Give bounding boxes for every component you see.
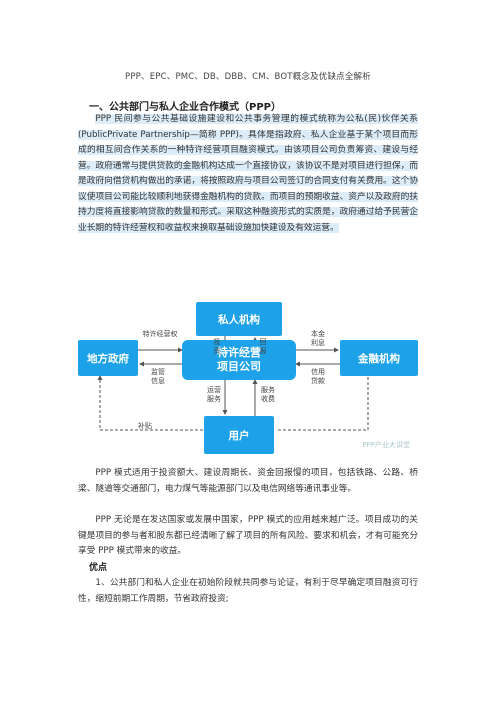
node-center: 特许经营 项目公司 <box>182 340 296 380</box>
paragraph-3: PPP 无论是在发达国家或发展中国家，PPP 模式的应用越来越广泛。项目成功的关… <box>78 515 418 556</box>
node-government: 地方政府 <box>78 340 138 376</box>
label-franchise: 特许经营权 <box>142 330 178 338</box>
ppp-diagram: 私人机构 特许经营 项目公司 地方政府 金融机构 用户 投资 回报 特许经营权 … <box>78 302 418 458</box>
subheading-advantages: 优点 <box>89 563 108 573</box>
diagram-watermark: PPP产业大讲堂 <box>362 441 410 449</box>
intro-paragraph: PPP 民间参与公共基础设施建设和公共事务管理的模式统称为公私(民)伙伴关系(P… <box>78 112 418 236</box>
paragraph-2: PPP 模式适用于投资额大、建设周期长、资金回报慢的项目，包括铁路、公路、桥梁、… <box>78 468 418 494</box>
document-title: PPP、EPC、PMC、DB、DBB、CM、BOT概念及优缺点全解析 <box>125 72 371 82</box>
dashed-finance-link <box>278 376 369 431</box>
label-invest: 投资 <box>213 338 221 355</box>
section-heading: 一、公共部门与私人企业合作模式（PPP） <box>89 102 281 113</box>
paragraph-4: 1、公共部门和私人企业在初始阶段就共同参与论证，有利于尽早确定项目融资可行性，缩… <box>78 578 418 604</box>
label-operate: 运营服务 <box>207 386 221 403</box>
arrow-subsidy <box>97 375 208 431</box>
diagram-arrows <box>97 336 369 431</box>
label-supervise: 监管信息 <box>151 368 165 385</box>
label-fee: 服务收费 <box>261 386 275 403</box>
intro-text: PPP 民间参与公共基础设施建设和公共事务管理的模式统称为公私(民)伙伴关系(P… <box>78 114 418 233</box>
label-subsidy: 补贴 <box>138 422 152 430</box>
label-credit: 信用贷款 <box>311 368 325 385</box>
node-user: 用户 <box>204 416 274 454</box>
node-private: 私人机构 <box>196 302 282 336</box>
label-principal: 本金利息 <box>311 330 325 347</box>
label-return: 回报 <box>259 338 267 355</box>
node-finance: 金融机构 <box>340 340 418 376</box>
